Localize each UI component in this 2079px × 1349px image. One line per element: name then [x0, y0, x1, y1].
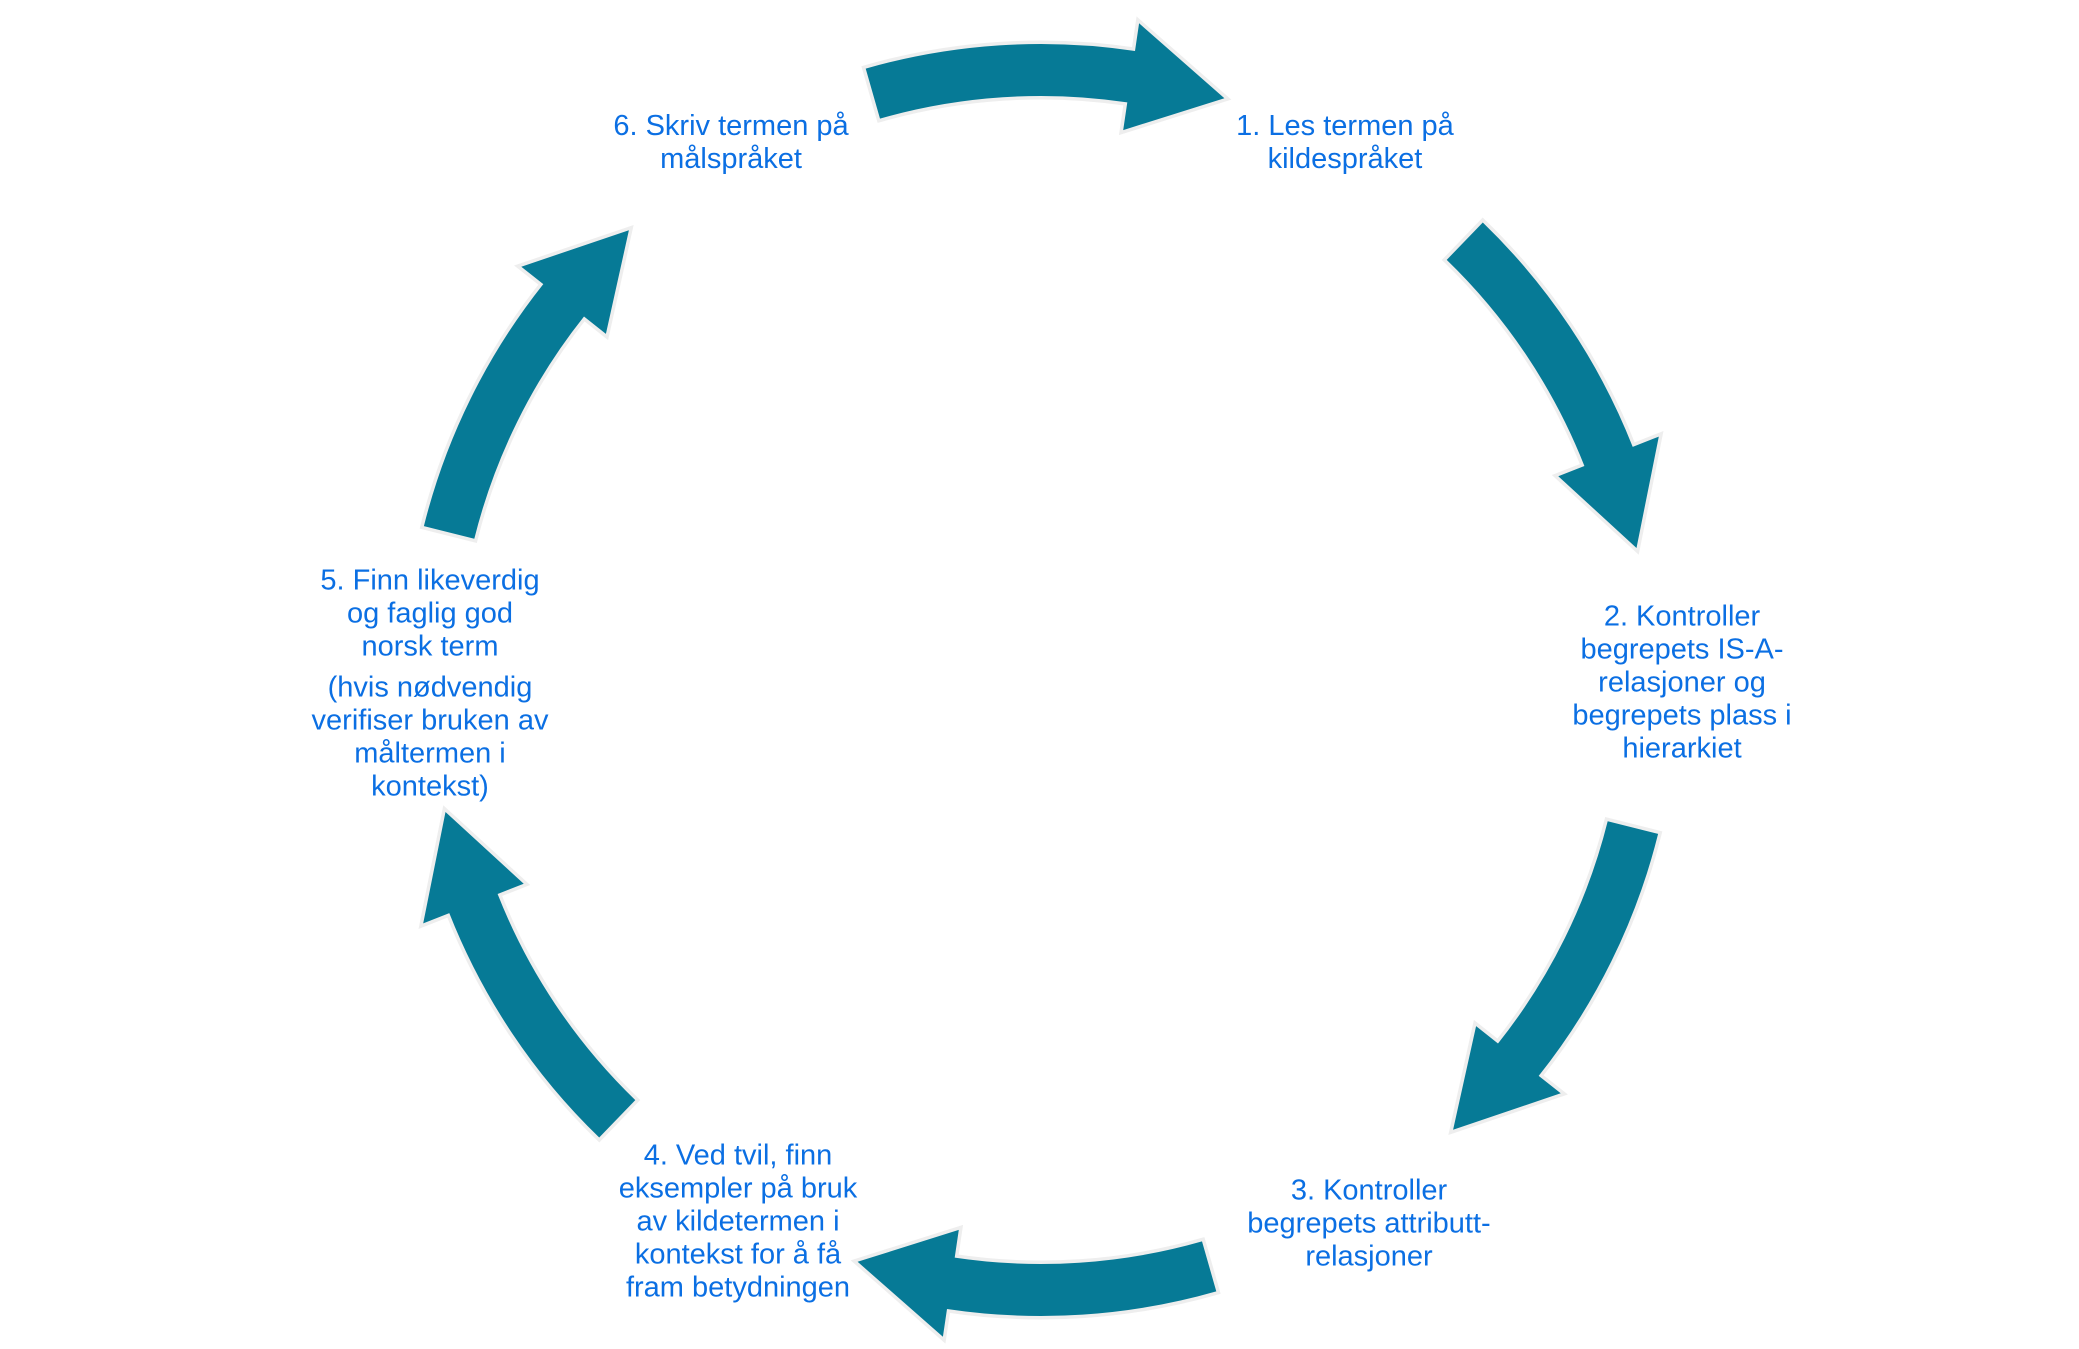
- step-2-line: begrepets IS-A-: [1580, 633, 1784, 666]
- step-1-line: 1. Les termen på: [1236, 110, 1454, 142]
- arrow-4-to-5: [418, 805, 641, 1143]
- step-4-line: av kildetermen i: [636, 1205, 840, 1238]
- step-3-line: 3. Kontroller: [1290, 1174, 1448, 1207]
- step-6-line: målspråket: [660, 143, 802, 175]
- arrow-1-to-2: [1441, 217, 1664, 555]
- step-6-line: 6. Skriv termen på: [613, 110, 849, 142]
- step-5-note: (hvis nødvendig verifiser bruken av målt…: [312, 672, 549, 804]
- arrow-6-to-1: [861, 16, 1232, 136]
- step-3-line: relasjoner: [1305, 1240, 1433, 1273]
- step-5-note-line: måltermen i: [354, 737, 506, 770]
- step-4-line: eksempler på bruk: [618, 1172, 858, 1205]
- step-5-note-line: (hvis nødvendig: [327, 671, 533, 704]
- step-3-line: begrepets attributt-: [1247, 1207, 1491, 1240]
- step-4-label: 4. Ved tvil, finn eksempler på bruk av k…: [619, 1140, 858, 1305]
- step-1-label: 1. Les termen på kildespråket: [1236, 110, 1454, 176]
- step-4-line: fram betydningen: [625, 1271, 851, 1304]
- step-5-line: 5. Finn likeverdig: [320, 564, 540, 597]
- step-5-line: norsk term: [361, 630, 499, 663]
- step-2-label: 2. Kontroller begrepets IS-A- relasjoner…: [1572, 601, 1791, 766]
- step-1-line: kildespråket: [1267, 143, 1423, 175]
- arrow-3-to-4: [850, 1224, 1221, 1344]
- step-5-note-line: verifiser bruken av: [311, 704, 549, 737]
- arrow-5-to-6: [419, 224, 634, 543]
- step-2-line: hierarkiet: [1622, 732, 1742, 765]
- step-2-line: 2. Kontroller: [1603, 600, 1761, 633]
- arrow-2-to-3: [1448, 817, 1663, 1136]
- step-4-line: kontekst for å få: [634, 1238, 842, 1271]
- step-3-label: 3. Kontroller begrepets attributt- relas…: [1247, 1175, 1490, 1274]
- step-5-note-line: kontekst): [371, 770, 489, 803]
- step-5-line: og faglig god: [346, 597, 514, 630]
- step-6-label: 6. Skriv termen på målspråket: [613, 110, 848, 176]
- step-2-line: relasjoner og: [1598, 666, 1766, 699]
- step-4-line: 4. Ved tvil, finn: [643, 1139, 833, 1172]
- step-5-label: 5. Finn likeverdig og faglig god norsk t…: [312, 565, 549, 804]
- step-2-line: begrepets plass i: [1572, 699, 1792, 732]
